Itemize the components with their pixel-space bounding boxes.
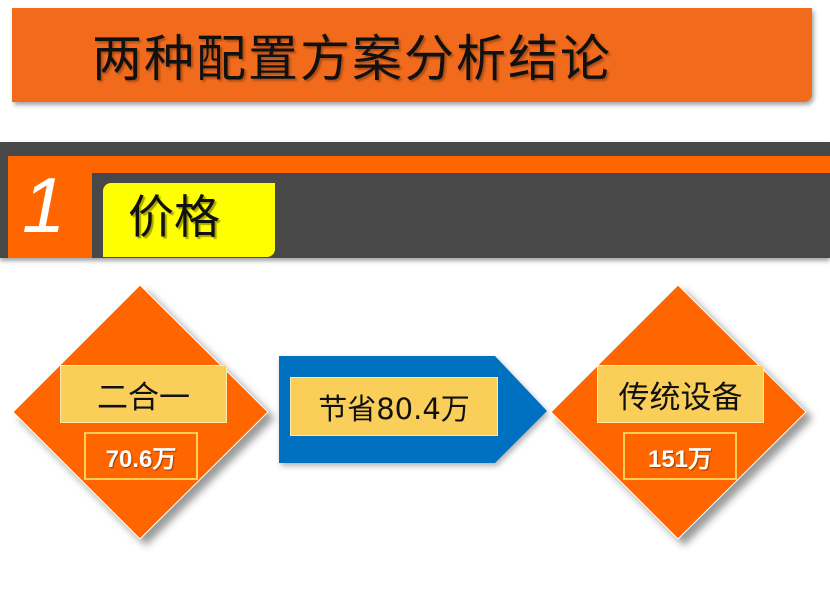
section-number: 1 xyxy=(22,161,66,249)
savings-label: 节省80.4万 xyxy=(290,377,498,436)
section-label-box xyxy=(103,183,275,257)
right-value: 151万 xyxy=(623,432,737,480)
section-number-box xyxy=(8,156,92,258)
page-title: 两种配置方案分析结论 xyxy=(92,30,612,88)
section-label: 价格 xyxy=(128,190,220,244)
section-header-stripe xyxy=(8,156,830,173)
left-value: 70.6万 xyxy=(84,432,198,480)
title-bar: 两种配置方案分析结论 xyxy=(12,8,812,102)
left-label: 二合一 xyxy=(60,365,227,423)
right-label: 传统设备 xyxy=(597,365,764,423)
